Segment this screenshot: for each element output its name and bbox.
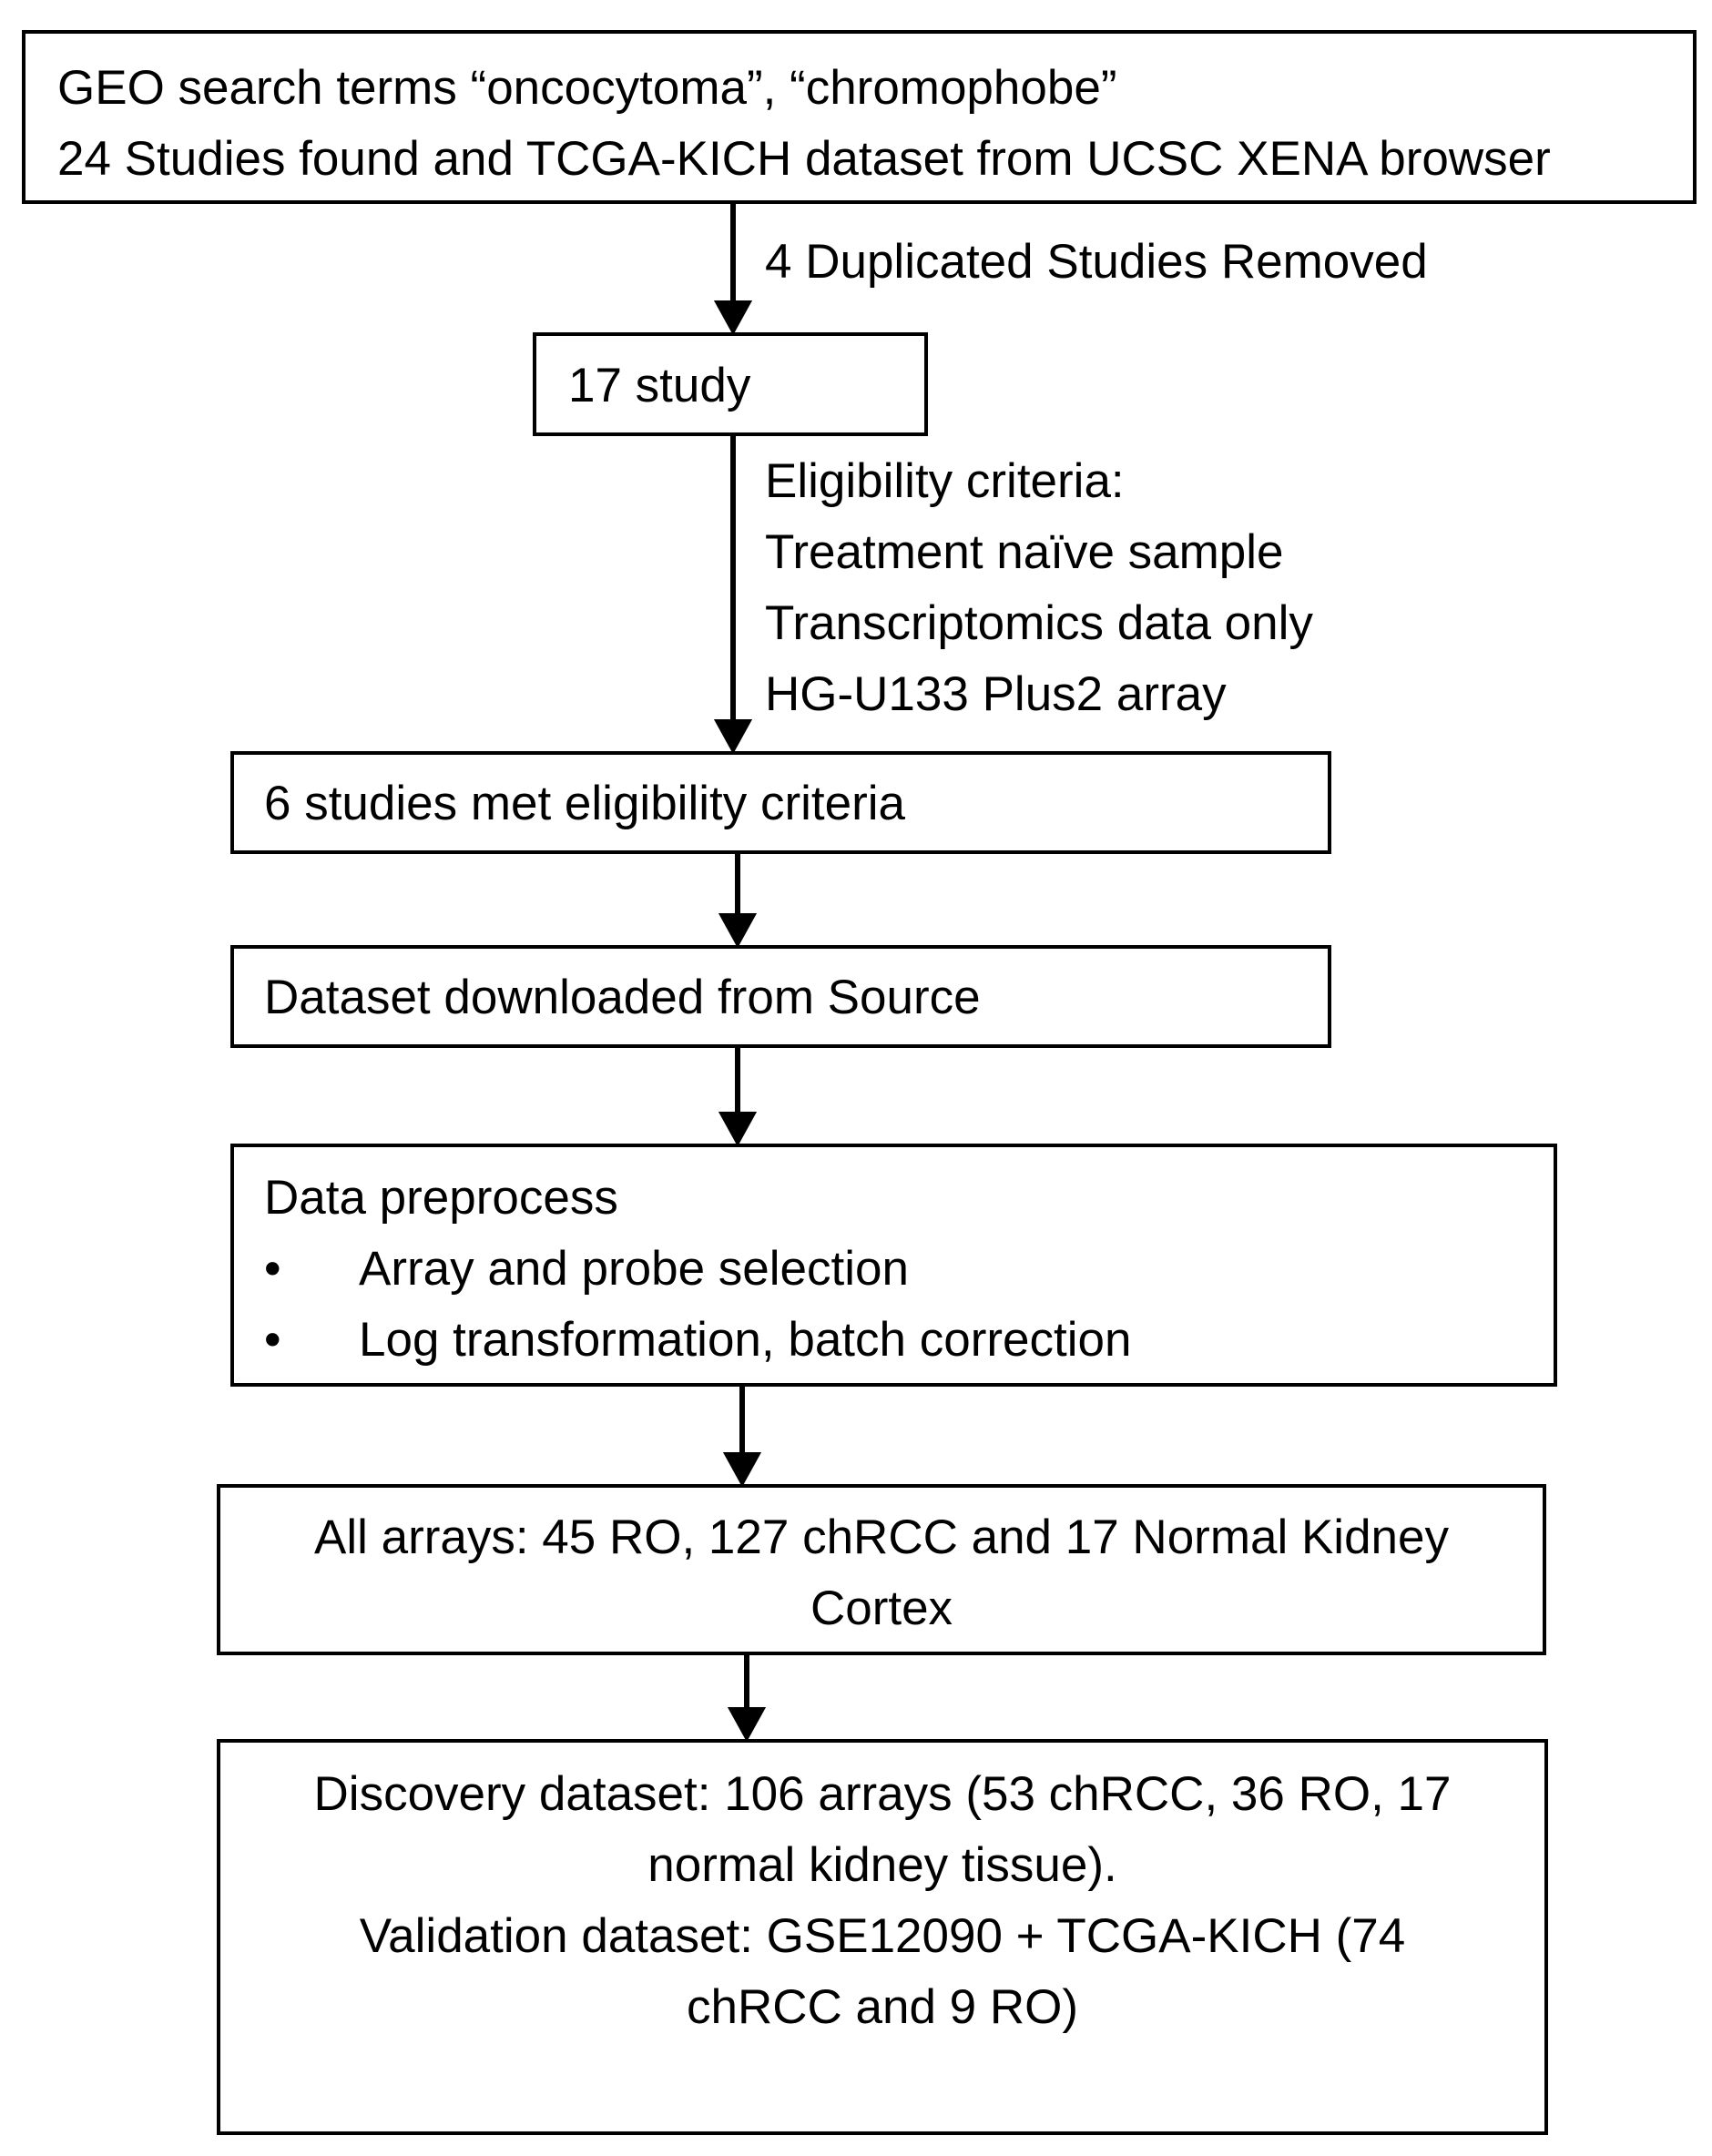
box-dataset-downloaded: Dataset downloaded from Source: [230, 945, 1331, 1048]
preprocess-item-array-text: Array and probe selection: [359, 1242, 909, 1296]
discovery-line2: normal kidney tissue).: [647, 1838, 1117, 1892]
eligibility-title: Eligibility criteria:: [765, 454, 1125, 508]
arrowhead-1: [713, 300, 753, 336]
all-arrays-line1: All arrays: 45 RO, 127 chRCC and 17 Norm…: [313, 1510, 1450, 1564]
eligibility-array: HG-U133 Plus2 array: [765, 667, 1227, 721]
arrowhead-3: [718, 913, 758, 949]
eligibility-treatment: Treatment naïve sample: [765, 525, 1284, 579]
validation-line2: chRCC and 9 RO): [686, 1980, 1079, 2034]
box-all-arrays: All arrays: 45 RO, 127 chRCC and 17 Norm…: [217, 1484, 1546, 1655]
search-terms-line: GEO search terms “oncocytoma”, “chromoph…: [57, 61, 1117, 115]
box-17-study-text: 17 study: [568, 359, 751, 412]
box-search-terms: GEO search terms “oncocytoma”, “chromoph…: [22, 30, 1697, 204]
all-arrays-line2: Cortex: [810, 1581, 953, 1635]
bullet-icon: •: [264, 1242, 281, 1296]
studies-found-line: 24 Studies found and TCGA-KICH dataset f…: [57, 132, 1551, 186]
preprocess-item-array: • Array and probe selection: [264, 1234, 1554, 1305]
eligibility-transcriptomics: Transcriptomics data only: [765, 596, 1313, 650]
box-discovery-validation: Discovery dataset: 106 arrays (53 chRCC,…: [217, 1739, 1548, 2135]
preprocess-title: Data preprocess: [264, 1171, 618, 1225]
duplicates-removed-label: 4 Duplicated Studies Removed: [765, 235, 1428, 289]
preprocess-item-log-text: Log transformation, batch correction: [359, 1313, 1132, 1367]
validation-line1: Validation dataset: GSE12090 + TCGA-KICH…: [359, 1909, 1406, 1963]
box-6-studies-text: 6 studies met eligibility criteria: [264, 777, 905, 830]
arrowhead-4: [718, 1112, 758, 1147]
arrowhead-6: [727, 1707, 767, 1743]
box-6-studies: 6 studies met eligibility criteria: [230, 751, 1331, 854]
preprocess-item-log: • Log transformation, batch correction: [264, 1305, 1554, 1376]
box-data-preprocess: Data preprocess • Array and probe select…: [230, 1144, 1557, 1387]
arrowhead-5: [722, 1452, 762, 1488]
bullet-icon: •: [264, 1313, 281, 1367]
eligibility-criteria-label: Eligibility criteria: Treatment naïve sa…: [765, 446, 1313, 730]
arrowhead-2: [713, 719, 753, 755]
discovery-line1: Discovery dataset: 106 arrays (53 chRCC,…: [313, 1767, 1452, 1821]
box-dataset-downloaded-text: Dataset downloaded from Source: [264, 971, 981, 1024]
box-17-study: 17 study: [533, 332, 928, 436]
